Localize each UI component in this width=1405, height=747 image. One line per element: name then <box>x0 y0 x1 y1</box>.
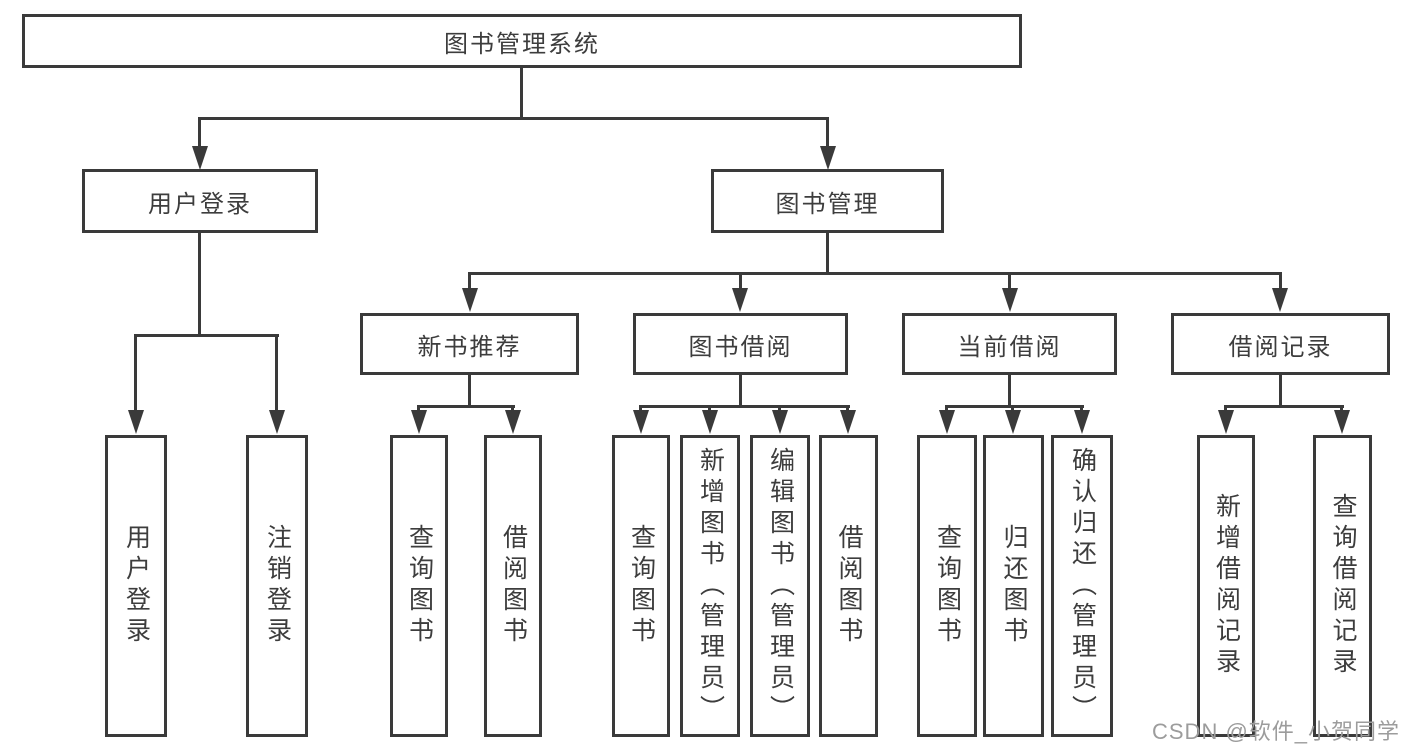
arrow-down-icon <box>1002 288 1018 312</box>
arrow-down-icon <box>128 410 144 434</box>
leaf-recommend-query-book: 查询图书 <box>390 435 448 737</box>
leaf-borrow-borrow-book-label: 借阅图书 <box>835 524 863 648</box>
arrow-down-icon <box>269 410 285 434</box>
node-new-book-recommend: 新书推荐 <box>360 313 579 375</box>
connector-line <box>945 405 1084 408</box>
node-root: 图书管理系统 <box>22 14 1022 68</box>
connector-line <box>417 405 420 414</box>
leaf-records-query-record: 查询借阅记录 <box>1313 435 1372 737</box>
leaf-borrow-edit-book-admin: 编辑图书（管理员） <box>750 435 810 737</box>
node-user-login-label: 用户登录 <box>148 190 252 218</box>
leaf-recommend-borrow-book-label: 借阅图书 <box>499 524 528 648</box>
connector-line <box>778 405 781 414</box>
leaf-current-query-book-label: 查询图书 <box>933 524 962 648</box>
arrow-down-icon <box>772 410 788 434</box>
arrow-down-icon <box>505 410 521 434</box>
arrow-down-icon <box>840 410 856 434</box>
connector-line <box>198 233 201 337</box>
leaf-current-query-book: 查询图书 <box>917 435 977 737</box>
leaf-borrow-query-book: 查询图书 <box>612 435 670 737</box>
leaf-records-add-record: 新增借阅记录 <box>1197 435 1255 737</box>
connector-line <box>468 375 471 408</box>
connector-line <box>134 334 279 337</box>
leaf-borrow-edit-book-admin-label: 编辑图书（管理员） <box>766 446 795 726</box>
leaf-borrow-borrow-book: 借阅图书 <box>819 435 878 737</box>
arrow-down-icon <box>411 410 427 434</box>
connector-line <box>199 117 829 120</box>
leaf-user-login-label: 用户登录 <box>122 524 151 648</box>
connector-line <box>468 272 471 290</box>
csdn-watermark: CSDN @软件_小贺同学 <box>1152 719 1401 744</box>
leaf-borrow-query-book-label: 查询图书 <box>627 524 656 648</box>
connector-line <box>846 405 849 414</box>
connector-line <box>1279 272 1282 290</box>
leaf-current-return-book: 归还图书 <box>983 435 1044 737</box>
connector-line <box>275 334 278 414</box>
connector-line <box>826 117 829 150</box>
node-new-book-recommend-label: 新书推荐 <box>417 333 522 361</box>
node-current-borrow: 当前借阅 <box>902 313 1117 375</box>
arrow-down-icon <box>192 146 208 170</box>
leaf-borrow-add-book-admin: 新增图书（管理员） <box>680 435 740 737</box>
node-book-management: 图书管理 <box>711 169 944 233</box>
node-book-borrow: 图书借阅 <box>633 313 848 375</box>
node-book-management-label: 图书管理 <box>775 190 880 218</box>
arrow-down-icon <box>633 410 649 434</box>
node-current-borrow-label: 当前借阅 <box>957 333 1062 361</box>
connector-line <box>1080 405 1083 414</box>
connector-line <box>511 405 514 414</box>
connector-line <box>1011 405 1014 414</box>
leaf-current-confirm-return-admin: 确认归还（管理员） <box>1051 435 1113 737</box>
connector-line <box>198 117 201 150</box>
arrow-down-icon <box>702 410 718 434</box>
connector-line <box>639 405 850 408</box>
leaf-current-return-book-label: 归还图书 <box>1000 524 1028 648</box>
arrow-down-icon <box>732 288 748 312</box>
connector-line <box>417 405 515 408</box>
connector-line <box>1008 272 1011 290</box>
connector-line <box>520 68 523 120</box>
arrow-down-icon <box>820 146 836 170</box>
leaf-logout: 注销登录 <box>246 435 308 737</box>
connector-line <box>739 375 742 408</box>
arrow-down-icon <box>1218 410 1234 434</box>
connector-line <box>1279 375 1282 408</box>
arrow-down-icon <box>1272 288 1288 312</box>
connector-line <box>1340 405 1343 414</box>
leaf-recommend-query-book-label: 查询图书 <box>405 524 434 648</box>
leaf-logout-label: 注销登录 <box>263 524 292 648</box>
connector-line <box>1224 405 1227 414</box>
connector-line <box>639 405 642 414</box>
arrow-down-icon <box>1005 410 1021 434</box>
connector-line <box>945 405 948 414</box>
connector-line <box>468 272 1282 275</box>
connector-line <box>1008 375 1011 408</box>
connector-line <box>1224 405 1344 408</box>
leaf-records-add-record-label: 新增借阅记录 <box>1212 493 1241 679</box>
arrow-down-icon <box>1334 410 1350 434</box>
leaf-recommend-borrow-book: 借阅图书 <box>484 435 542 737</box>
connector-line <box>134 334 137 414</box>
arrow-down-icon <box>1074 410 1090 434</box>
leaf-records-query-record-label: 查询借阅记录 <box>1329 493 1357 679</box>
arrow-down-icon <box>462 288 478 312</box>
arrow-down-icon <box>939 410 955 434</box>
node-borrow-records: 借阅记录 <box>1171 313 1390 375</box>
connector-line <box>826 233 829 275</box>
connector-line <box>739 272 742 290</box>
node-user-login: 用户登录 <box>82 169 318 233</box>
node-borrow-records-label: 借阅记录 <box>1228 333 1333 361</box>
leaf-borrow-add-book-admin-label: 新增图书（管理员） <box>696 446 725 726</box>
node-book-borrow-label: 图书借阅 <box>688 333 793 361</box>
node-root-label: 图书管理系统 <box>444 30 600 58</box>
leaf-user-login: 用户登录 <box>105 435 167 737</box>
connector-line <box>708 405 711 414</box>
leaf-current-confirm-return-admin-label: 确认归还（管理员） <box>1068 446 1097 726</box>
